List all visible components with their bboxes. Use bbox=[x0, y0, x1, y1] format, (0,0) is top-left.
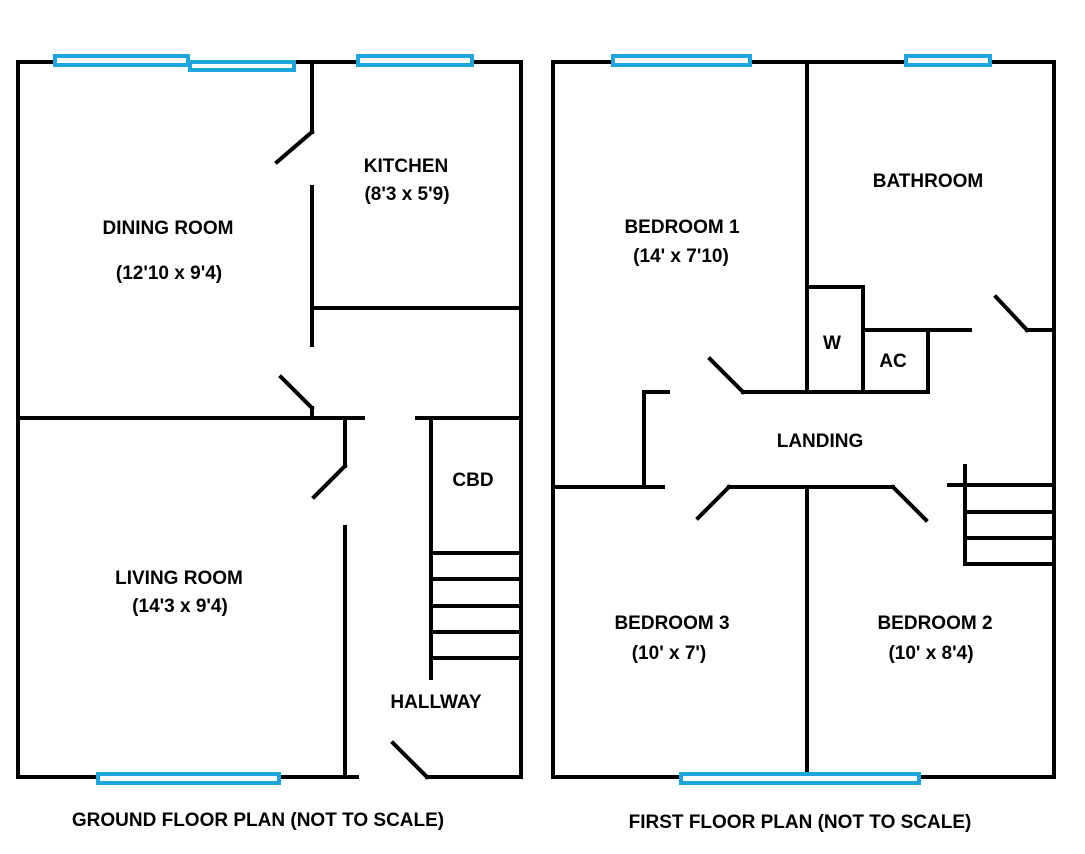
bathroom-label: BATHROOM bbox=[873, 171, 983, 192]
bedroom1-door-swing bbox=[707, 356, 746, 395]
bedroom2-door-swing bbox=[890, 484, 929, 523]
living-room-label: LIVING ROOM bbox=[115, 568, 243, 589]
first-floor-caption: FIRST FLOOR PLAN (NOT TO SCALE) bbox=[629, 812, 972, 833]
bedroom1-window bbox=[611, 54, 752, 67]
bedroom2-label: BEDROOM 2 bbox=[877, 613, 992, 634]
ground-floor-plan: DINING ROOM (12'10 x 9'4) KITCHEN (8'3 x… bbox=[16, 54, 523, 831]
landing-label: LANDING bbox=[777, 431, 864, 452]
kitchen-window bbox=[356, 54, 474, 67]
dining-room-label: DINING ROOM bbox=[103, 218, 234, 239]
bedroom3-label: BEDROOM 3 bbox=[614, 613, 729, 634]
living-window bbox=[96, 772, 281, 785]
dining-room-size: (12'10 x 9'4) bbox=[116, 263, 222, 284]
bedroom1-size: (14' x 7'10) bbox=[633, 246, 729, 267]
airing-cupboard-label: AC bbox=[879, 351, 907, 372]
bedrooms-window bbox=[679, 772, 921, 785]
dining-window-1 bbox=[53, 54, 190, 67]
hallway-label: HALLWAY bbox=[390, 692, 481, 713]
ground-floor-caption: GROUND FLOOR PLAN (NOT TO SCALE) bbox=[72, 810, 444, 831]
living-room-size: (14'3 x 9'4) bbox=[132, 596, 228, 617]
front-door-swing bbox=[390, 740, 430, 780]
living-door-swing bbox=[311, 463, 348, 500]
kitchen-size: (8'3 x 5'9) bbox=[364, 184, 449, 205]
bathroom-window bbox=[904, 54, 992, 67]
bedroom1-label: BEDROOM 1 bbox=[624, 217, 740, 238]
cupboard-label: CBD bbox=[452, 470, 493, 491]
dining-window-2 bbox=[188, 60, 296, 72]
kitchen-door-swing bbox=[274, 129, 315, 165]
wardrobe-label: W bbox=[823, 333, 841, 354]
bathroom-door-swing bbox=[993, 294, 1030, 333]
dining-door-swing bbox=[278, 374, 315, 411]
bedroom3-size: (10' x 7') bbox=[632, 643, 707, 664]
first-floor-plan: BEDROOM 1 (14' x 7'10) BATHROOM W AC LAN… bbox=[551, 54, 1056, 833]
kitchen-label: KITCHEN bbox=[364, 156, 448, 177]
bedroom3-door-swing bbox=[695, 484, 732, 521]
bedroom2-size: (10' x 8'4) bbox=[888, 643, 973, 664]
